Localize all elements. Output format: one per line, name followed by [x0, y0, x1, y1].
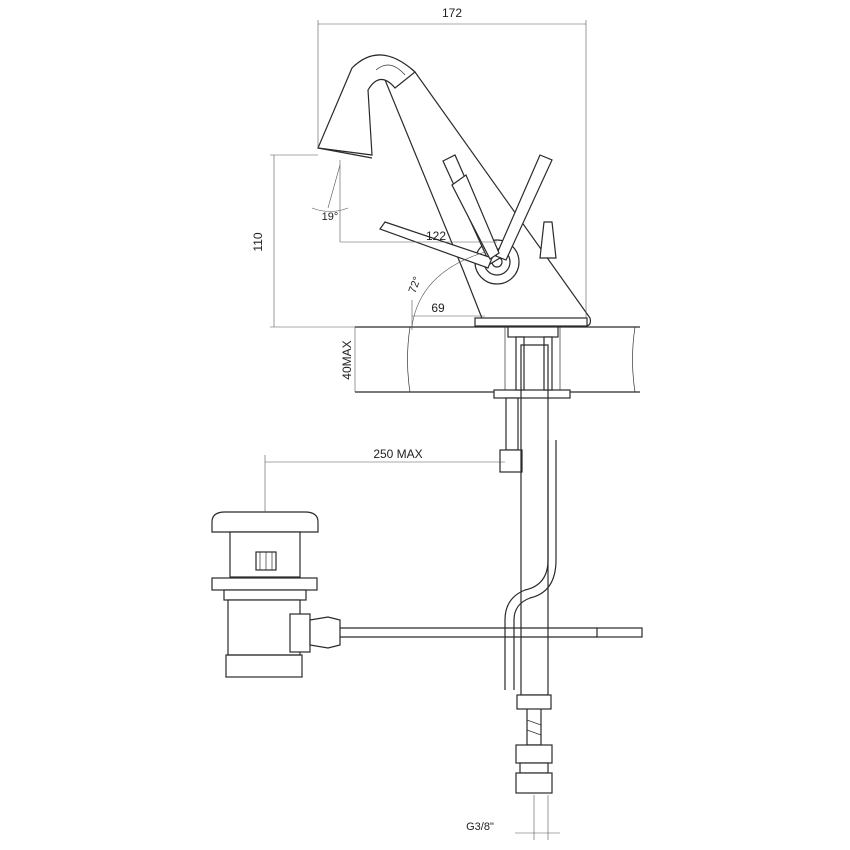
drain-rod — [340, 440, 643, 690]
dim-thread-label: G3/8" — [466, 821, 494, 833]
countertop — [355, 326, 640, 393]
supply-shank — [493, 326, 571, 473]
dim-counter-label: 40MAX — [340, 340, 354, 379]
braided-hose — [515, 344, 553, 840]
faucet-body — [317, 54, 592, 327]
dim-lever-angle-label: 72° — [407, 275, 424, 295]
dim-reach-label: 122 — [426, 229, 446, 243]
dimension-lines — [264, 20, 587, 834]
popup-drain — [211, 511, 341, 678]
dim-height-label: 110 — [251, 232, 265, 251]
dim-base-offset-label: 69 — [431, 301, 445, 315]
dim-width-label: 172 — [442, 6, 462, 20]
dim-spout-angle-label: 19° — [322, 211, 339, 223]
dim-drain-distance-label: 250 MAX — [373, 447, 422, 461]
handle-assembly — [379, 154, 557, 285]
